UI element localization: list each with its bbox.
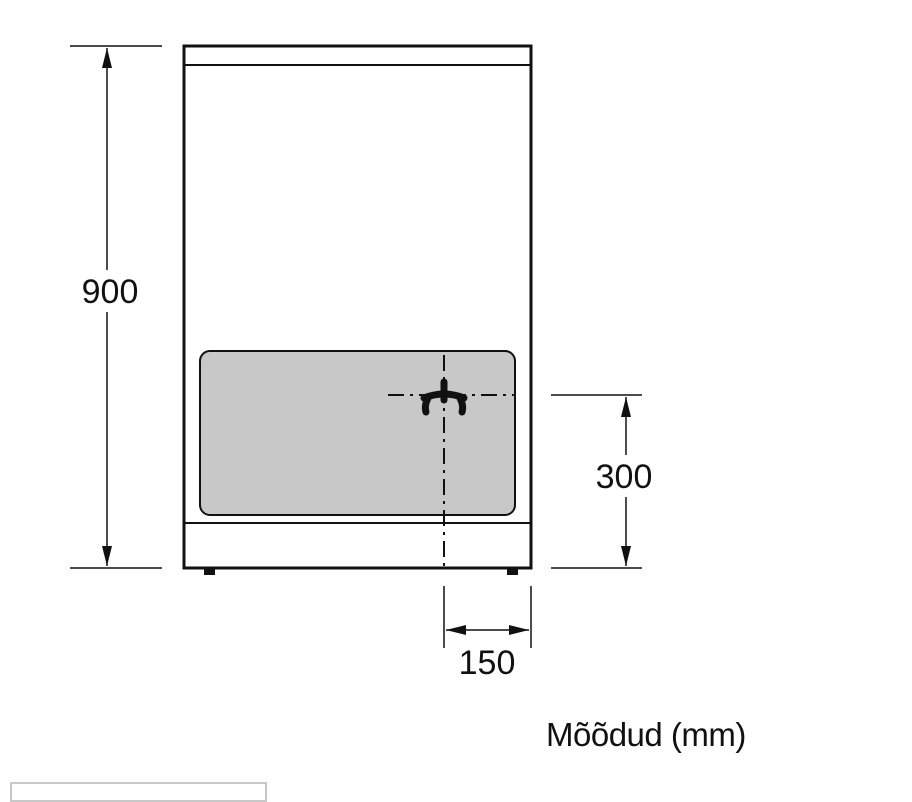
connection-offset-dimension [443, 586, 532, 648]
access-panel [199, 350, 516, 516]
height-dimension [70, 45, 162, 569]
connection-height-label: 300 [596, 458, 653, 496]
empty-box [10, 782, 267, 802]
caption: Mõõdud (mm) [546, 716, 746, 753]
foot-left [204, 568, 215, 575]
connection-height-dimension [551, 394, 642, 569]
height-label: 900 [82, 273, 139, 311]
gas-connection-icon [420, 378, 468, 416]
foot-right [507, 568, 518, 575]
connection-offset-label: 150 [459, 644, 516, 682]
cabinet [182, 44, 533, 570]
